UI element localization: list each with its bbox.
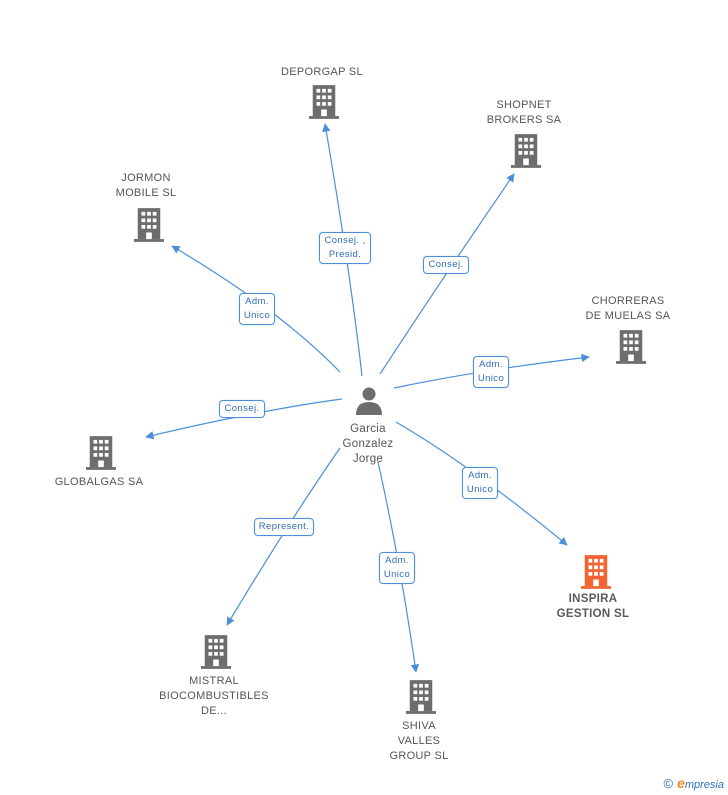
company-label-chorreras: CHORRERAS DE MUELAS SA [585,295,671,322]
edge-mistral [226,447,341,626]
empresia-logo: empresia [677,775,724,791]
edge-shopnet [379,173,515,375]
role-badge-globalgas[interactable]: Consej. [219,400,265,418]
company-label-deporgap: DEPORGAP SL [281,65,363,78]
role-badge-shopnet[interactable]: Consej. [423,256,469,274]
company-label-mistral: MISTRAL BIOCOMBUSTIBLES DE... [159,674,269,717]
role-badge-deporgap[interactable]: Consej. , Presid. [319,232,371,264]
person-name-label: Garcia Gonzalez Jorge [342,422,394,465]
chorreras-building-icon[interactable] [616,330,646,364]
jormon-building-icon[interactable] [134,208,164,242]
globalgas-building-icon[interactable] [86,436,116,470]
deporgap-building-icon[interactable] [309,85,339,119]
mistral-building-icon[interactable] [201,635,231,669]
role-badge-inspira[interactable]: Adm. Unico [461,467,499,499]
role-badge-jormon[interactable]: Adm. Unico [238,293,276,325]
role-badge-chorreras[interactable]: Adm. Unico [472,356,510,388]
shiva-building-icon[interactable] [406,680,436,714]
company-label-inspira: INSPIRA GESTION SL [556,593,630,620]
footer-brand[interactable]: © empresia [663,775,724,791]
copyright-icon: © [663,775,674,791]
company-label-shopnet: SHOPNET BROKERS SA [486,99,562,126]
company-label-shiva: SHIVA VALLES GROUP SL [389,719,449,762]
role-badge-mistral[interactable]: Represent. [253,518,315,536]
company-label-globalgas: GLOBALGAS SA [54,475,144,488]
role-badge-shiva[interactable]: Adm. Unico [378,552,416,584]
inspira-building-icon[interactable] [581,555,611,589]
company-label-jormon: JORMON MOBILE SL [115,172,177,199]
shopnet-building-icon[interactable] [511,134,541,168]
person-icon[interactable] [356,387,382,416]
